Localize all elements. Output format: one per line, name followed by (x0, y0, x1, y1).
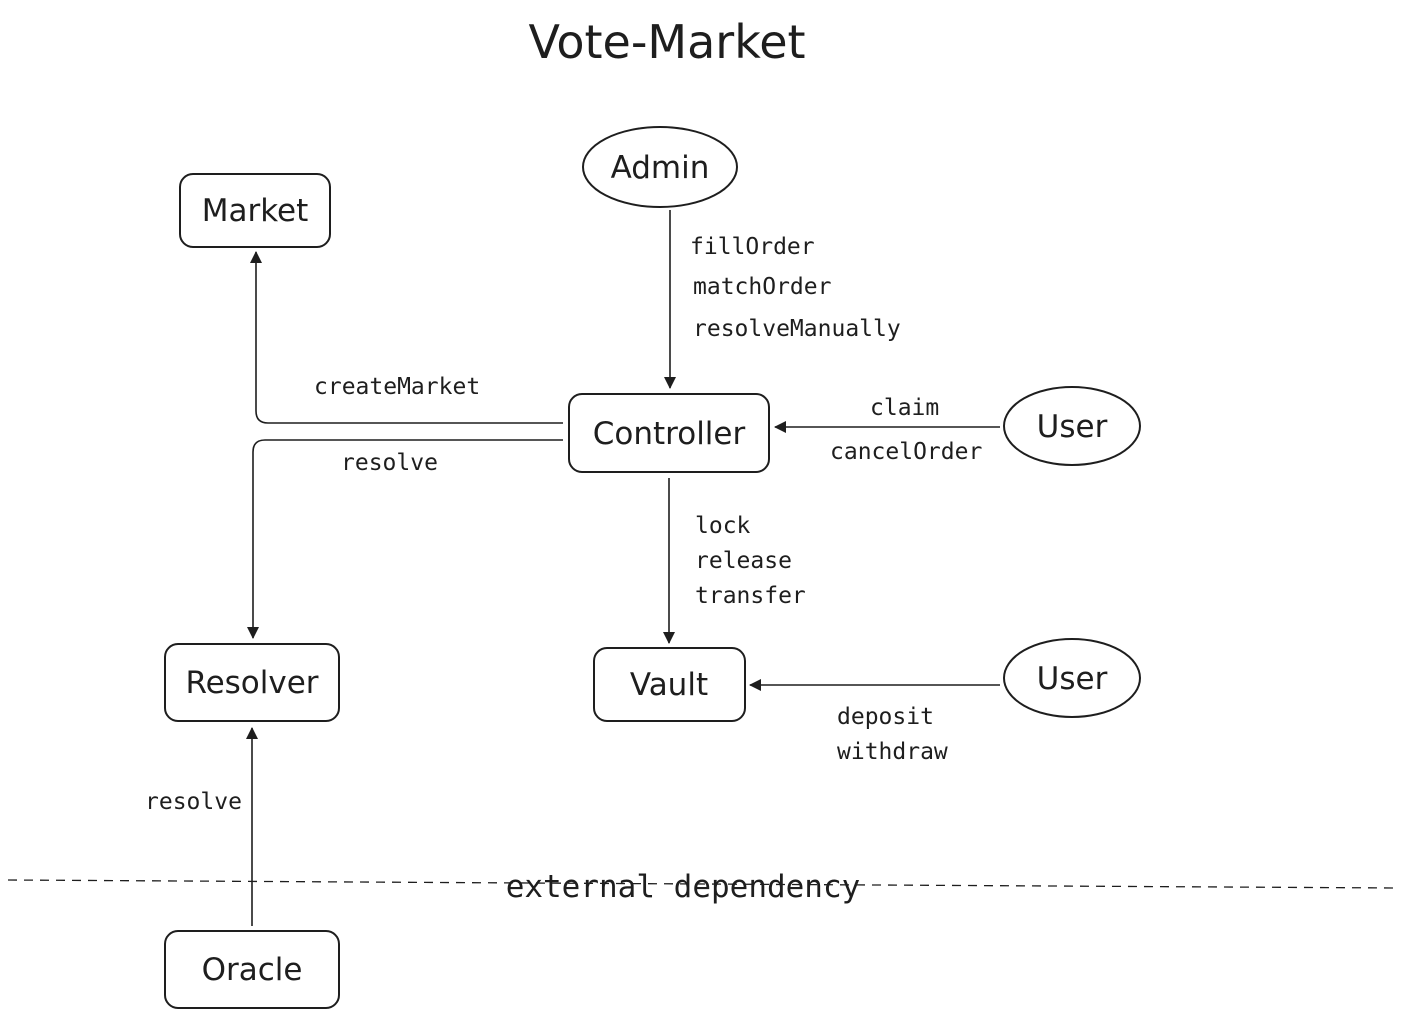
edge-labels: fillOrder matchOrder resolveManually cre… (145, 234, 982, 815)
node-user-bottom[interactable]: User (1003, 638, 1141, 718)
edge-controller-to-resolver (247, 439, 563, 639)
node-admin[interactable]: Admin (582, 126, 738, 208)
label-oracle-resolve: resolve (145, 789, 242, 815)
label-withdraw: withdraw (837, 739, 948, 765)
node-oracle[interactable]: Oracle (164, 930, 340, 1009)
node-oracle-label: Oracle (202, 952, 303, 988)
node-market[interactable]: Market (179, 173, 331, 248)
node-vault[interactable]: Vault (593, 647, 746, 722)
node-user-bottom-label: User (1037, 661, 1108, 697)
label-lock: lock (695, 513, 751, 539)
diagram-title: Vote-Market (528, 15, 805, 69)
node-controller[interactable]: Controller (568, 393, 770, 473)
label-match-order: matchOrder (693, 274, 831, 300)
edges (246, 210, 1000, 926)
external-dependency-boundary (7, 879, 1399, 889)
label-release: release (695, 548, 792, 574)
label-resolve-manually: resolveManually (693, 316, 901, 342)
label-create-market: createMarket (314, 374, 480, 400)
node-market-label: Market (202, 193, 309, 229)
nodes: Market Admin Controller User Resolver Va… (164, 126, 1141, 1009)
edge-controller-to-market (250, 251, 563, 424)
label-cancel-order: cancelOrder (830, 439, 982, 465)
node-user-top-label: User (1037, 409, 1108, 445)
label-claim: claim (870, 395, 939, 421)
label-fill-order: fillOrder (690, 234, 815, 260)
label-controller-resolve: resolve (341, 450, 438, 476)
node-controller-label: Controller (593, 416, 746, 452)
node-resolver[interactable]: Resolver (164, 643, 340, 722)
node-resolver-label: Resolver (185, 665, 318, 701)
node-vault-label: Vault (630, 667, 708, 703)
label-deposit: deposit (837, 704, 934, 730)
label-transfer: transfer (695, 583, 806, 609)
external-dependency-label: external dependency (506, 869, 861, 905)
node-user-top[interactable]: User (1003, 386, 1141, 466)
node-admin-label: Admin (611, 150, 710, 186)
